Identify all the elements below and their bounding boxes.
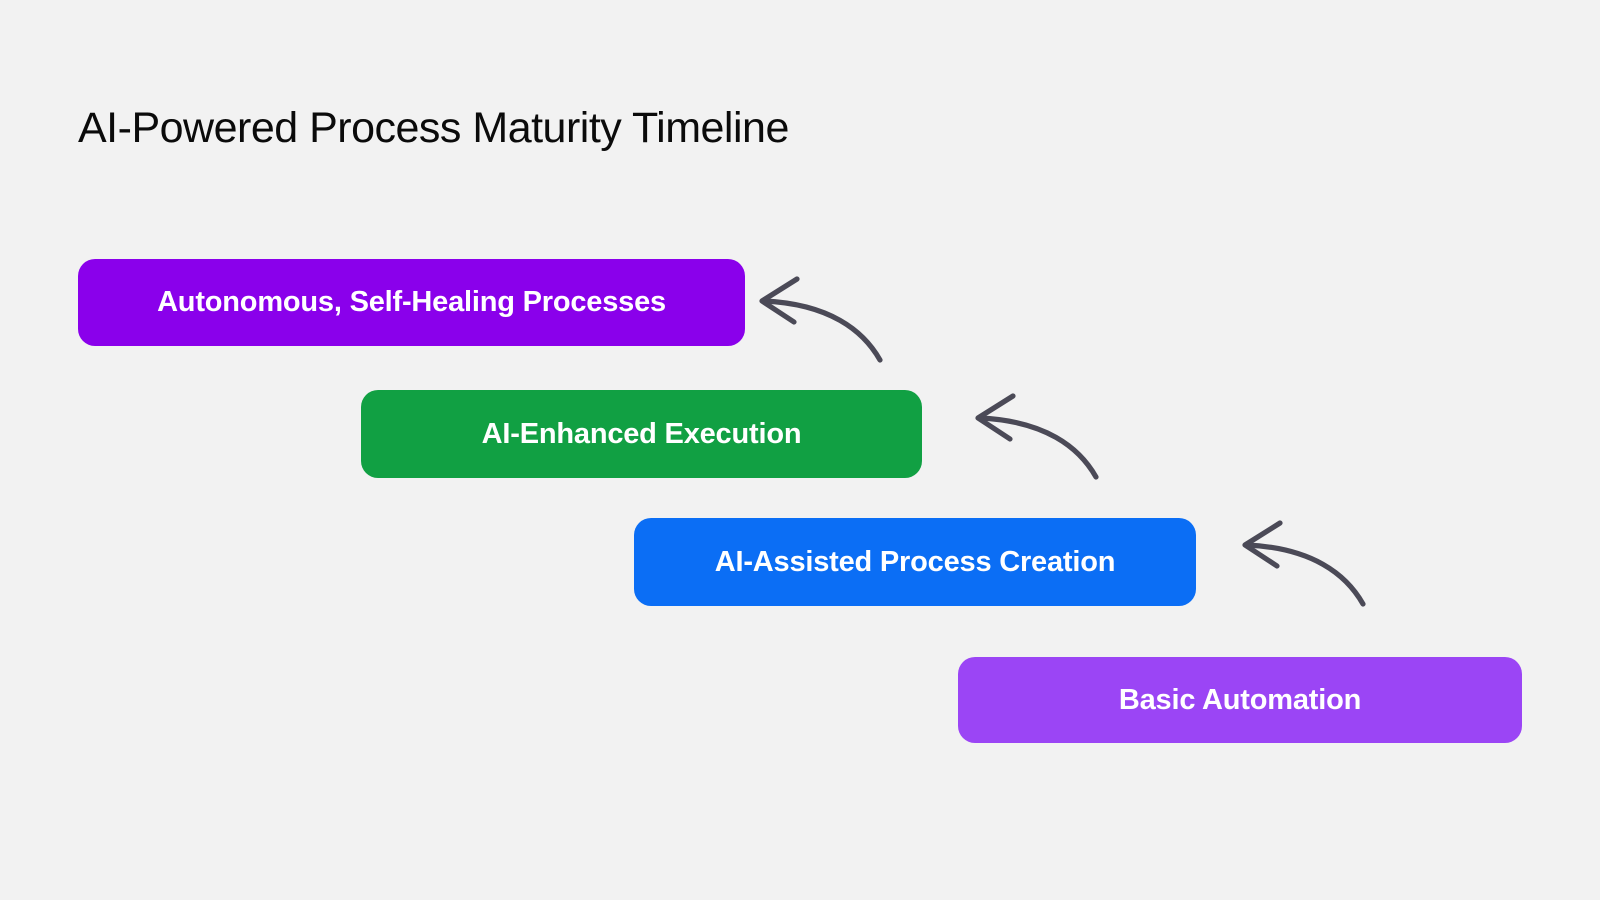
page-title: AI-Powered Process Maturity Timeline — [78, 104, 789, 152]
stage-label: AI-Assisted Process Creation — [714, 545, 1116, 578]
flow-arrow-basic-to-assisted — [1242, 520, 1366, 607]
flow-arrow-assisted-to-enhanced — [975, 393, 1099, 480]
stage-label: Autonomous, Self-Healing Processes — [157, 286, 666, 318]
stage-label: AI-Enhanced Execution — [481, 417, 802, 450]
stage-box-basic-automation[interactable]: Basic Automation — [958, 657, 1522, 743]
flow-arrow-enhanced-to-autonomous — [759, 276, 883, 363]
stage-box-ai-enhanced-execution[interactable]: AI-Enhanced Execution — [361, 390, 922, 478]
stage-box-autonomous-self-healing-processes[interactable]: Autonomous, Self-Healing Processes — [78, 259, 745, 346]
stage-label: Basic Automation — [1118, 683, 1362, 716]
stage-box-ai-assisted-process-creation[interactable]: AI-Assisted Process Creation — [634, 518, 1196, 606]
